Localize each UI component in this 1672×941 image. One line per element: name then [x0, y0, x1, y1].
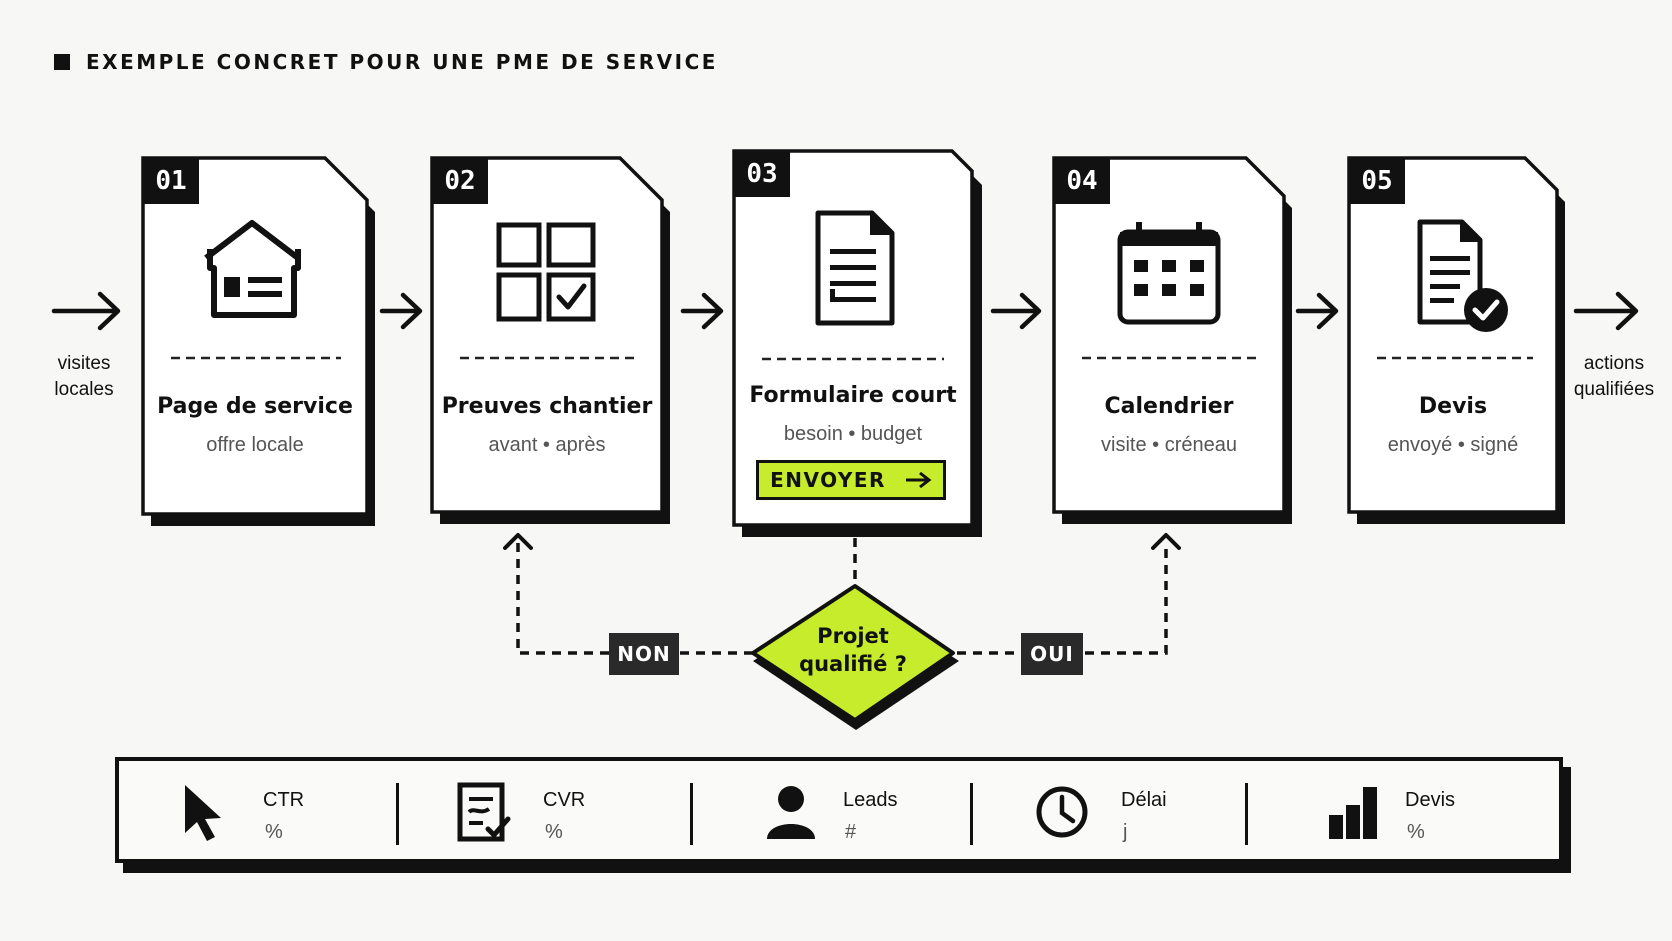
step-title: Preuves chantier [441, 394, 653, 419]
envoyer-button-label: ENVOYER [770, 468, 886, 492]
metric-label: CVR [543, 789, 586, 811]
bar-chart-icon [1329, 787, 1377, 839]
step-title: Calendrier [1104, 394, 1234, 419]
form-document-icon [815, 210, 895, 326]
metric-unit: j [1123, 821, 1128, 843]
step-card-04: 04 Calendrier visite • créneau [1052, 156, 1294, 526]
metric-divider [1245, 783, 1248, 845]
step-subtitle: avant • après [488, 434, 606, 456]
metric-label: CTR [263, 789, 305, 811]
step-number: 01 [143, 158, 199, 204]
metric-label: Leads [843, 789, 898, 811]
dash-non-path [516, 542, 753, 655]
step-card-03: 03 Formulaire court besoin • budget ENVO… [732, 149, 984, 537]
step-title: Formulaire court [749, 383, 957, 408]
page-header: EXEMPLE CONCRET POUR UNE PME DE SERVICE [54, 50, 718, 74]
house-icon [204, 220, 301, 318]
card-frame [430, 156, 670, 524]
decision-question: Projet qualifié ? [763, 622, 943, 678]
form-check-icon [457, 782, 511, 842]
decision-question-line-1: Projet [817, 624, 889, 648]
step-number: 02 [432, 158, 488, 204]
calendar-icon [1117, 222, 1221, 325]
step-card-02: 02 Preuves chantier avant • après [430, 156, 672, 526]
flow-output-line-1: actions [1583, 353, 1645, 374]
flow-input-label: visites locales [44, 351, 124, 403]
flow-input-line-2: locales [54, 379, 114, 400]
decision-yes-badge: OUI [1021, 633, 1083, 675]
metric-unit: % [265, 821, 283, 843]
flow-output-label: actions qualifiées [1566, 351, 1662, 403]
card-frame [1347, 156, 1565, 524]
step-subtitle: offre locale [206, 434, 304, 456]
step-card-05: 05 Devis envoyé • signé [1347, 156, 1569, 526]
metric-divider [396, 783, 399, 845]
grid-check-icon [496, 222, 596, 322]
user-icon [767, 786, 815, 839]
metric-divider [690, 783, 693, 845]
arrow-2-3 [680, 292, 724, 330]
metric-unit: % [545, 821, 563, 843]
step-number: 03 [734, 151, 790, 197]
metric-label: Délai [1121, 789, 1167, 811]
arrow-out [1573, 291, 1639, 331]
page-title: EXEMPLE CONCRET POUR UNE PME DE SERVICE [86, 50, 718, 74]
metric-delai: Délai j [973, 761, 1248, 859]
step-subtitle: visite • créneau [1101, 434, 1237, 456]
arrow-3-4 [990, 292, 1042, 330]
step-number: 05 [1349, 158, 1405, 204]
metric-cvr: CVR % [399, 761, 689, 859]
document-check-icon [1417, 219, 1508, 332]
metric-unit: % [1407, 821, 1425, 843]
envoyer-button[interactable]: ENVOYER [756, 460, 946, 500]
cursor-icon [185, 785, 221, 841]
step-subtitle: besoin • budget [783, 423, 923, 445]
arrow-1-2 [379, 292, 423, 330]
card-frame [732, 149, 982, 537]
metric-unit: # [845, 821, 857, 843]
arrow-up-non [503, 533, 533, 550]
arrow-in [51, 291, 121, 331]
metric-leads: Leads # [693, 761, 973, 859]
arrow-right-icon [905, 471, 932, 489]
decision-question-line-2: qualifié ? [799, 652, 907, 676]
header-square-icon [54, 54, 70, 70]
metric-devis: Devis % [1249, 761, 1549, 859]
step-title: Devis [1418, 394, 1488, 419]
step-title: Page de service [157, 394, 353, 419]
decision-diamond [751, 584, 955, 722]
step-subtitle: envoyé • signé [1387, 434, 1519, 456]
metric-ctr: CTR % [119, 761, 394, 859]
flow-output-line-2: qualifiées [1573, 379, 1655, 400]
arrow-up-oui [1151, 533, 1181, 550]
metric-label: Devis [1405, 789, 1456, 811]
metric-divider [970, 783, 973, 845]
arrow-4-5 [1295, 292, 1339, 330]
step-number: 04 [1054, 158, 1110, 204]
decision-no-badge: NON [609, 633, 679, 675]
card-frame [1052, 156, 1292, 524]
metrics-bar: CTR % CVR % Leads # Délai j [115, 757, 1563, 863]
clock-icon [1036, 786, 1088, 838]
flow-input-line-1: visites [57, 353, 111, 374]
step-card-01: 01 Page de service offre locale [141, 156, 377, 526]
